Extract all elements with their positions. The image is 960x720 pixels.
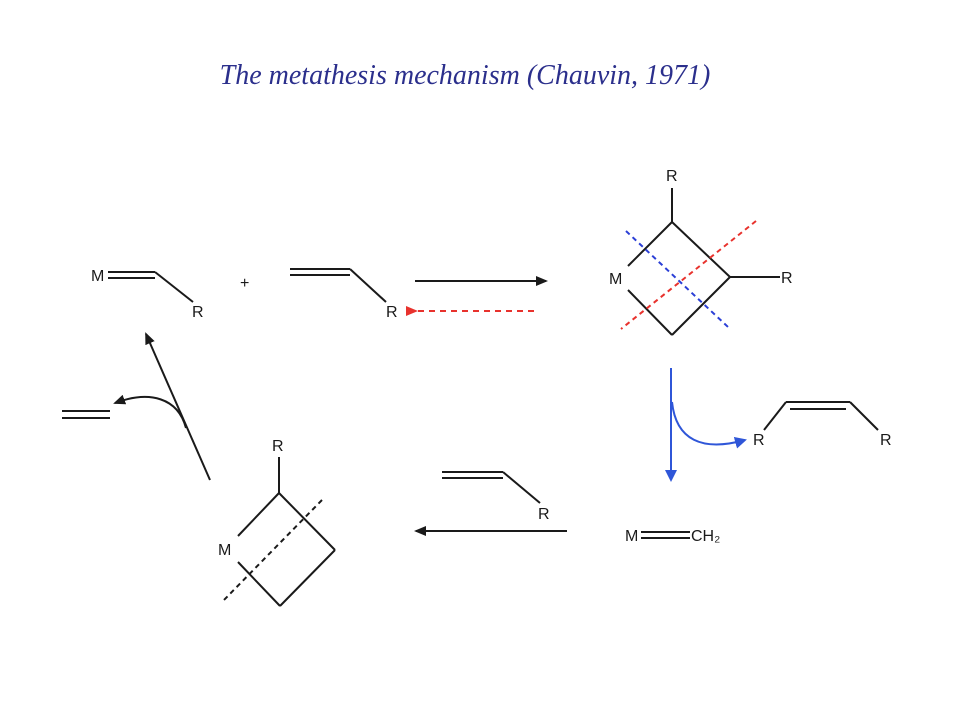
r-label-right: R bbox=[880, 432, 892, 449]
return-arrow bbox=[145, 332, 211, 481]
single-bond-left bbox=[763, 401, 787, 431]
ethylene bbox=[62, 410, 110, 419]
r-label-right: R bbox=[781, 270, 793, 287]
r-label: R bbox=[386, 304, 398, 321]
r-label-top: R bbox=[666, 168, 678, 185]
curved-release-arrow bbox=[113, 394, 187, 429]
ring-bond bbox=[627, 289, 673, 336]
cleavage-line bbox=[221, 499, 323, 603]
metal-label: M bbox=[609, 271, 622, 288]
metal-alkylidene: M R bbox=[91, 268, 204, 321]
ring-bond bbox=[237, 561, 281, 607]
metal-label: M bbox=[218, 542, 231, 559]
ring-bond bbox=[278, 492, 336, 551]
r-label-left: R bbox=[753, 432, 765, 449]
r-label: R bbox=[538, 506, 550, 523]
metal-methylidene: M CH₂ bbox=[625, 528, 720, 545]
blue-curved-arrow bbox=[671, 401, 747, 449]
ring-bond bbox=[237, 492, 280, 537]
single-bond bbox=[349, 268, 387, 303]
ring-bond bbox=[671, 221, 731, 278]
r-label-top: R bbox=[272, 438, 284, 455]
ring-bond bbox=[627, 221, 673, 267]
alkene-reagent: R bbox=[442, 471, 550, 523]
metallacyclobutane-2: R M bbox=[218, 438, 336, 607]
metallacyclobutane-1: R M R bbox=[609, 168, 793, 336]
slide-title: The metathesis mechanism (Chauvin, 1971) bbox=[219, 60, 711, 91]
metal-label: M bbox=[91, 268, 104, 285]
red-cleavage-line bbox=[620, 220, 757, 330]
plus-sign: + bbox=[240, 275, 249, 292]
alkene-reactant: R bbox=[290, 268, 398, 321]
ring-bond bbox=[671, 276, 731, 336]
metal-label: M bbox=[625, 528, 638, 545]
ch2-label: CH₂ bbox=[691, 528, 720, 545]
single-bond bbox=[502, 471, 541, 504]
single-bond bbox=[154, 271, 194, 303]
r-label: R bbox=[192, 304, 204, 321]
single-bond-right bbox=[849, 401, 879, 431]
ring-bond bbox=[279, 549, 336, 607]
alkene-product: R R bbox=[753, 401, 892, 449]
